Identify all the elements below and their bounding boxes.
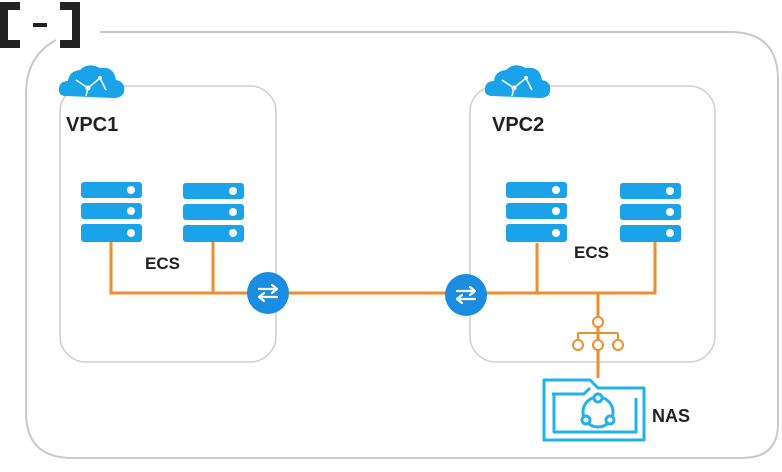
network-switch-icon [572, 316, 624, 351]
vpc2-server-icon-left [506, 182, 567, 242]
vpc1-router-icon [247, 272, 289, 314]
vpc2-label: VPC2 [492, 114, 544, 136]
vpc2-ecs-label: ECS [574, 243, 609, 262]
vpc1-server-icon-right [183, 183, 244, 242]
vpc1-box [59, 85, 277, 363]
vpc1-ecs-label: ECS [145, 254, 180, 273]
vpc1-label: VPC1 [66, 114, 118, 136]
vpc2-box [469, 85, 716, 363]
region-boundary [25, 31, 779, 459]
vpc2-router-icon [445, 274, 487, 316]
aliyun-logo [0, 2, 80, 48]
vpc2-cloud-icon [484, 65, 551, 98]
network-links [109, 240, 657, 378]
nas-icon [542, 378, 646, 442]
nas-label: NAS [652, 406, 690, 426]
vpc2-server-icon-right [620, 183, 681, 242]
vpc1-cloud-icon [58, 65, 125, 98]
vpc1-server-icon-left [81, 182, 142, 242]
